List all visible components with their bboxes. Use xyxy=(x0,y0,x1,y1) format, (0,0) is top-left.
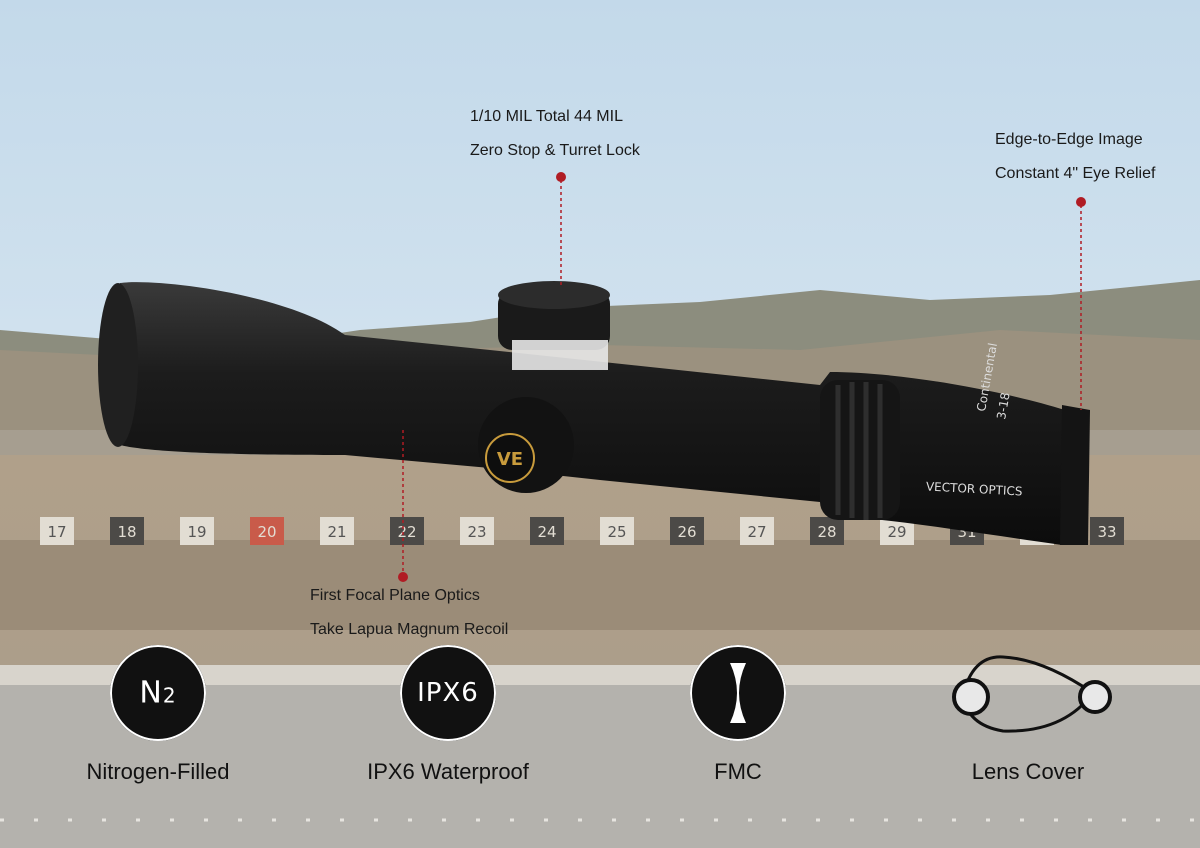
range-target: 18 xyxy=(110,517,144,545)
lens-cover-icon xyxy=(943,645,1113,741)
range-target-number: 24 xyxy=(537,523,556,541)
range-target-number: 29 xyxy=(887,523,906,541)
objective-callout: First Focal Plane Optics Take Lapua Magn… xyxy=(310,579,508,647)
feature-waterproof: IPX6 IPX6 Waterproof xyxy=(338,645,558,785)
waterproof-icon: IPX6 xyxy=(400,645,496,741)
range-target-number: 26 xyxy=(677,523,696,541)
feature-lens-cover: Lens Cover xyxy=(918,645,1138,785)
range-target: 24 xyxy=(530,517,564,545)
callout-lines xyxy=(398,172,1086,582)
range-target: 22 xyxy=(390,517,424,545)
feature-label: Lens Cover xyxy=(971,759,1085,784)
feature-label: Nitrogen-Filled xyxy=(86,759,230,784)
range-target: 19 xyxy=(180,517,214,545)
nitrogen-icon: N2 xyxy=(110,645,206,741)
objective-callout-line1: First Focal Plane Optics xyxy=(310,587,480,604)
range-target-number: 28 xyxy=(817,523,836,541)
feature-label: IPX6 Waterproof xyxy=(367,759,529,784)
range-target-number: 25 xyxy=(607,523,626,541)
range-target: 33 xyxy=(1090,517,1124,545)
range-target: 28 xyxy=(810,517,844,545)
range-target-number: 18 xyxy=(117,523,136,541)
range-target: 27 xyxy=(740,517,774,545)
range-target: 25 xyxy=(600,517,634,545)
feature-fmc: FMC xyxy=(628,645,848,785)
range-target-number: 17 xyxy=(47,523,66,541)
turret-callout-line1: 1/10 MIL Total 44 MIL xyxy=(470,108,623,125)
range-target-number: 21 xyxy=(327,523,346,541)
range-target-number: 20 xyxy=(257,523,276,541)
range-target-number: 22 xyxy=(397,523,416,541)
feature-label: FMC xyxy=(714,759,762,784)
nitrogen-badge-text: N xyxy=(139,675,163,711)
range-target-number: 27 xyxy=(747,523,766,541)
turret-callout: 1/10 MIL Total 44 MIL Zero Stop & Turret… xyxy=(470,100,640,168)
scope-brand: VECTOR OPTICS xyxy=(926,479,1023,498)
range-target: 26 xyxy=(670,517,704,545)
range-target-number: 19 xyxy=(187,523,206,541)
eyepiece-callout-line1: Edge-to-Edge Image xyxy=(995,131,1143,148)
svg-text:VE: VE xyxy=(497,449,523,470)
range-target: 20 xyxy=(250,517,284,545)
eyepiece-callout: Edge-to-Edge Image Constant 4" Eye Relie… xyxy=(995,123,1155,191)
range-target: 23 xyxy=(460,517,494,545)
feature-nitrogen: N2 Nitrogen-Filled xyxy=(48,645,268,785)
range-target: 17 xyxy=(40,517,74,545)
scope-magnification: 3-18 xyxy=(994,391,1013,420)
turret-callout-line2: Zero Stop & Turret Lock xyxy=(470,142,640,159)
range-target: 21 xyxy=(320,517,354,545)
waterproof-badge-text: IPX6 xyxy=(417,678,479,708)
objective-callout-line2: Take Lapua Magnum Recoil xyxy=(310,621,509,638)
eyepiece-callout-line2: Constant 4" Eye Relief xyxy=(995,165,1156,182)
range-target-number: 33 xyxy=(1097,523,1116,541)
rifle-scope: VE xyxy=(98,281,1090,545)
range-target-number: 23 xyxy=(467,523,486,541)
nitrogen-badge-sub: 2 xyxy=(162,683,177,708)
lens-coating-icon xyxy=(690,645,786,741)
